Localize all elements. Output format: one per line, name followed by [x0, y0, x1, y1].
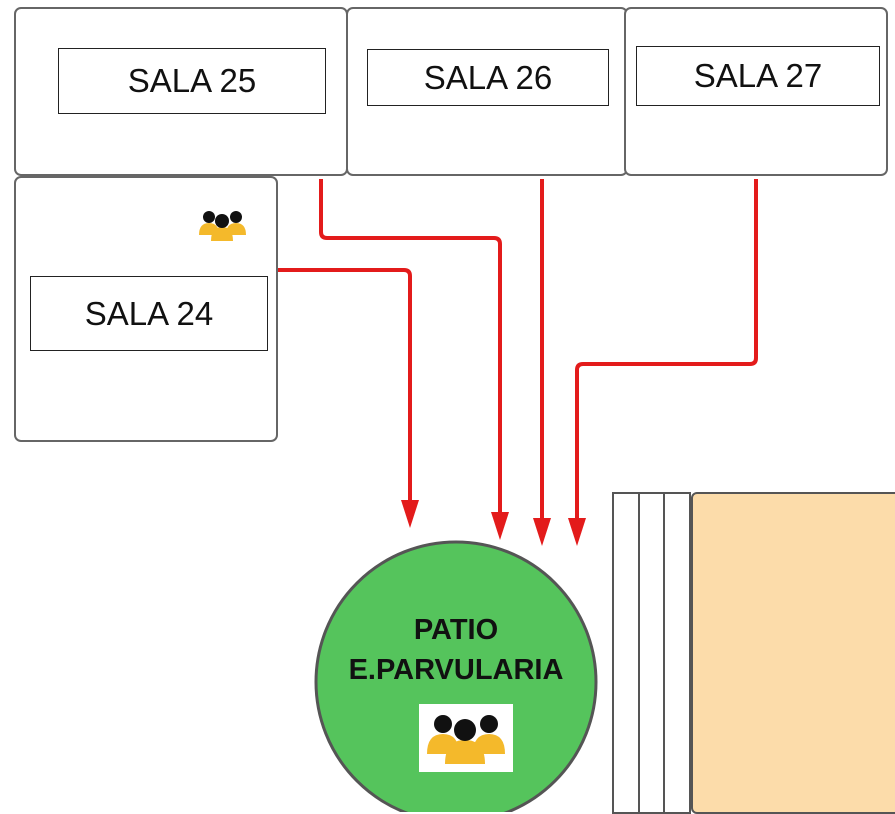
arrow-sala-27	[568, 179, 758, 546]
patio-circle	[314, 540, 598, 812]
arrow-sala-26	[533, 179, 551, 546]
patio-subtitle: E.PARVULARIA	[348, 654, 564, 686]
room-label-sala-27: SALA 27	[636, 46, 880, 106]
room-label-sala-25: SALA 25	[58, 48, 326, 114]
people-group-icon	[419, 704, 513, 772]
people-group-icon	[195, 205, 251, 245]
room-sala-26: SALA 26	[346, 7, 628, 176]
room-label-sala-24: SALA 24	[30, 276, 268, 351]
arrow-sala-25	[319, 179, 509, 540]
corridor-strip-3	[663, 492, 691, 814]
patio-title: PATIO	[413, 614, 499, 646]
building-block	[691, 492, 895, 814]
room-sala-25: SALA 25	[14, 7, 348, 176]
arrow-sala-24	[278, 268, 419, 528]
room-sala-27: SALA 27	[624, 7, 888, 176]
room-label-sala-26: SALA 26	[367, 49, 609, 106]
